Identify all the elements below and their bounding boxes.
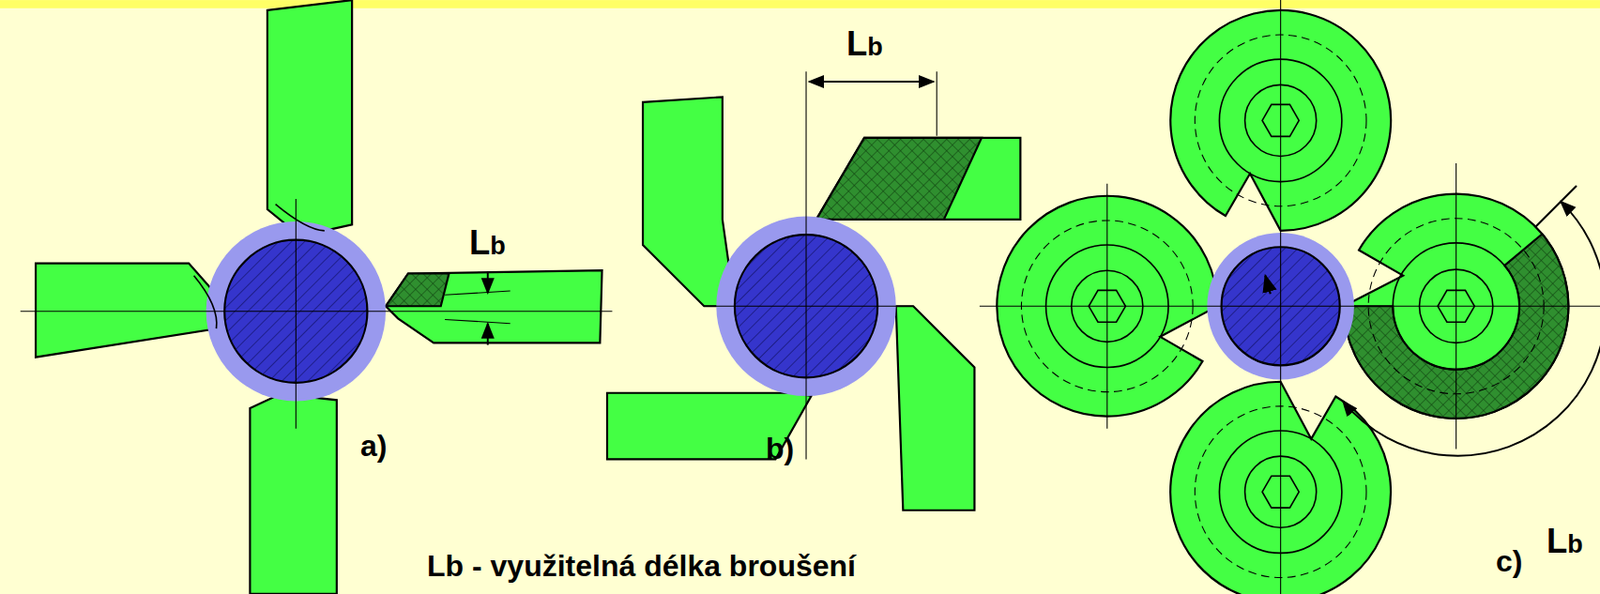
legend-note: Lb - využitelná délka broušení xyxy=(426,548,856,584)
dimension-label: Lb xyxy=(846,24,884,64)
figure-label: b) xyxy=(765,431,794,467)
figure-label: a) xyxy=(360,428,387,464)
dimension-label: Lb xyxy=(1546,521,1584,562)
figure-label: c) xyxy=(1495,544,1523,580)
dimension-label: Lb xyxy=(469,223,506,263)
